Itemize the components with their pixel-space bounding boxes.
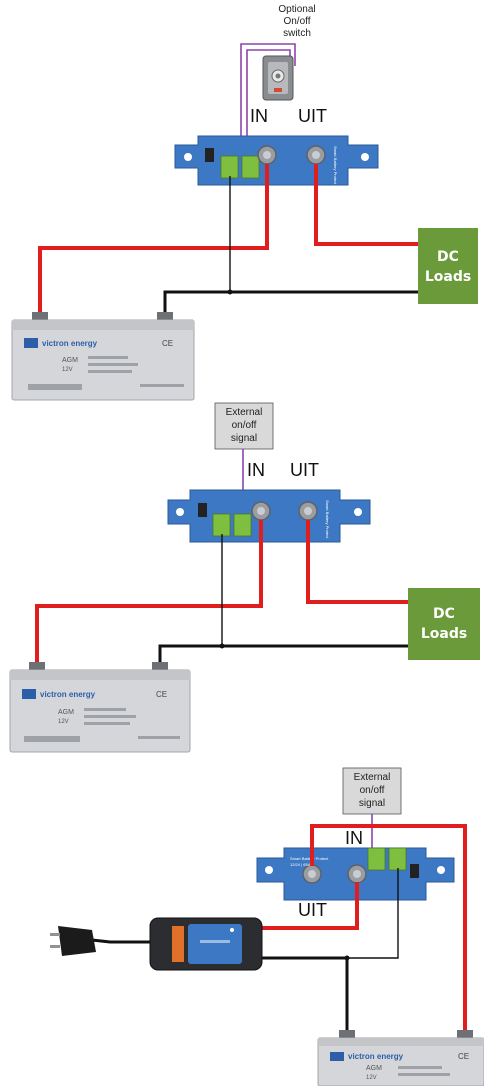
- battery-model-b-3: 12V: [366, 1075, 377, 1081]
- red-wire-battery-in-2: [35, 520, 263, 668]
- battery-protect-3: Smart Battery Protect 12/24 | 65A: [256, 847, 455, 901]
- black-wire-protect-ground-3: [347, 868, 399, 959]
- dc-loads-line-2: Loads: [425, 269, 471, 285]
- battery-brand-2: victron energy: [40, 690, 96, 699]
- red-wire-out-load: [314, 164, 420, 246]
- protect-name-3: Smart Battery Protect: [290, 856, 329, 861]
- battery-3: victron energy AGM 12V CE: [317, 1030, 484, 1086]
- signal-note-3-line-2: on/off: [360, 785, 385, 796]
- dc-loads-2-line-2: Loads: [421, 626, 467, 642]
- red-wire-battery-in: [38, 164, 269, 320]
- protect-rating-3: 12/24 | 65A: [290, 862, 311, 867]
- battery-model-a-2: AGM: [58, 709, 74, 716]
- battery-brand-1: victron energy: [42, 339, 98, 348]
- diagram-2-external-signal: External on/off signal IN UIT Smart Batt…: [9, 402, 480, 753]
- black-wire-charger-battery-3: [258, 956, 349, 1036]
- battery-model-b-1: 12V: [62, 367, 73, 373]
- red-wire-charger-protect-3: [258, 882, 359, 930]
- black-wire-ground-2: [158, 644, 408, 668]
- battery-marks-1: CE: [162, 339, 173, 348]
- red-wire-out-load-2: [306, 520, 408, 604]
- protect-name-2: Smart Battery Protect: [325, 500, 330, 539]
- signal-note-2-line-3: signal: [231, 433, 257, 444]
- in-label-2: IN: [247, 460, 265, 480]
- battery-model-a-1: AGM: [62, 357, 78, 364]
- signal-box-2: External on/off signal: [214, 402, 274, 450]
- battery-model-a-3: AGM: [366, 1065, 382, 1072]
- switch-note-line-1: Optional: [278, 4, 315, 15]
- switch-wire: [240, 43, 296, 154]
- signal-note-3-line-3: signal: [359, 798, 385, 809]
- dc-loads-line-1: DC: [437, 249, 459, 265]
- battery-protect-1: Smart Battery Protect: [174, 135, 379, 186]
- diagram-1-switch: Optional On/off switch Smart Battery Pro…: [11, 4, 478, 401]
- toggle-switch-icon: [262, 55, 294, 101]
- battery-1: victron energy AGM 12V CE: [11, 312, 195, 401]
- out-label-1: UIT: [298, 106, 327, 126]
- battery-model-b-2: 12V: [58, 719, 69, 725]
- battery-marks-3: CE: [458, 1052, 469, 1061]
- in-label-1: IN: [250, 106, 268, 126]
- protect-name-1: Smart Battery Protect: [333, 146, 338, 185]
- signal-note-2-line-1: External: [226, 407, 263, 418]
- switch-note-line-3: switch: [283, 28, 311, 39]
- in-label-3: IN: [345, 828, 363, 848]
- mains-plug-icon: [50, 926, 96, 956]
- battery-protect-2: Smart Battery Protect: [167, 489, 371, 543]
- mains-cable: [91, 938, 152, 944]
- battery-2: victron energy AGM 12V CE: [9, 662, 191, 753]
- dc-loads-2-line-1: DC: [433, 606, 455, 622]
- battery-marks-2: CE: [156, 690, 167, 699]
- out-label-2: UIT: [290, 460, 319, 480]
- black-wire-ground: [163, 290, 420, 320]
- signal-box-3: External on/off signal: [342, 767, 402, 815]
- red-wire-protect-battery-3: [310, 824, 467, 1036]
- dc-loads-2: DC Loads: [408, 588, 480, 660]
- switch-note-line-2: On/off: [283, 16, 310, 27]
- signal-note-3-line-1: External: [354, 772, 391, 783]
- battery-brand-3: victron energy: [348, 1052, 404, 1061]
- out-label-3: UIT: [298, 900, 327, 920]
- dc-loads-1: DC Loads: [418, 228, 478, 304]
- battery-charger-icon: [149, 917, 263, 971]
- signal-note-2-line-2: on/off: [232, 420, 257, 431]
- diagram-3-charger: External on/off signal IN UIT Smart Batt…: [50, 767, 484, 1086]
